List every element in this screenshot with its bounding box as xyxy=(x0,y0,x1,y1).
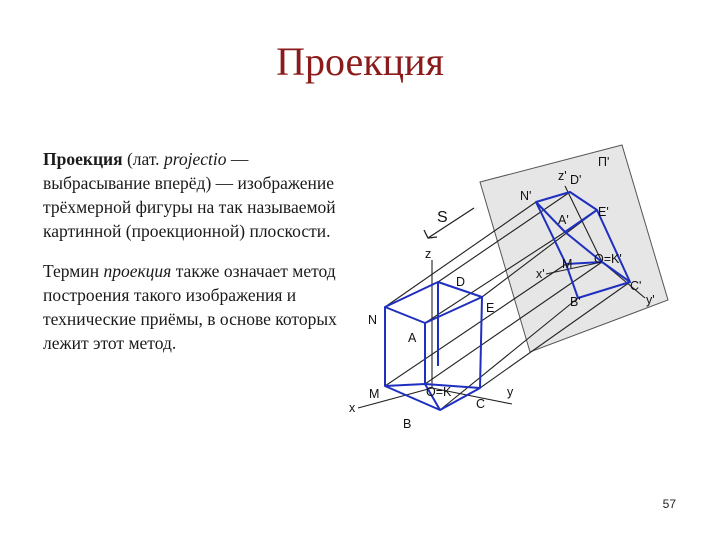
label-M: M xyxy=(369,387,379,401)
method-paragraph: Термин проекция также означает метод пос… xyxy=(43,259,343,355)
label-D-prime: D' xyxy=(570,173,581,187)
latin-term: projectio xyxy=(163,149,227,169)
label-N-prime: N' xyxy=(520,189,531,203)
method-text-a: Термин xyxy=(43,261,104,281)
page-number: 57 xyxy=(662,497,676,511)
label-D: D xyxy=(456,275,465,289)
label-E: E xyxy=(486,301,494,315)
projection-diagram: N D E A M O=K B C x y z S П' N' D' E' A'… xyxy=(349,144,669,431)
label-S: S xyxy=(437,209,448,226)
label-C: C xyxy=(476,397,485,411)
label-E-prime: E' xyxy=(598,205,609,219)
label-z-prime: z' xyxy=(558,169,567,183)
definition-paragraph: Проекция (лат. projectio — выбрасывание … xyxy=(43,147,343,243)
label-N: N xyxy=(368,313,377,327)
label-y-prime: y' xyxy=(646,293,655,307)
method-term-italic: проекция xyxy=(103,261,172,281)
label-M-proj: M xyxy=(562,257,572,271)
label-y: y xyxy=(507,385,514,399)
cube-axes xyxy=(357,260,513,409)
projection-plane xyxy=(479,144,669,353)
label-z: z xyxy=(425,247,431,261)
projected-box xyxy=(535,191,631,299)
projection-direction-arrow xyxy=(423,207,475,239)
label-B: B xyxy=(403,417,411,431)
definition-text-a: (лат. xyxy=(122,149,164,169)
label-x-prime: x' xyxy=(536,267,545,281)
label-OK-prime: O=K' xyxy=(594,252,622,266)
label-C-prime: C' xyxy=(630,279,641,293)
slide-title: Проекция xyxy=(276,39,444,84)
label-B-prime: B' xyxy=(570,295,581,309)
method-text-b: также означает метод построения такого и… xyxy=(43,261,337,353)
label-A: A xyxy=(408,331,417,345)
definition-text-b: — выбрасывание вперёд) — изображение трё… xyxy=(43,149,336,241)
term-bold: Проекция xyxy=(43,149,123,169)
body-text: Проекция (лат. projectio — выбрасывание … xyxy=(43,147,343,355)
label-x: x xyxy=(349,401,356,415)
label-A-prime: A' xyxy=(558,213,569,227)
original-box xyxy=(384,281,483,411)
label-OK: O=K xyxy=(426,385,452,399)
label-plane: П' xyxy=(598,155,609,169)
projecting-rays xyxy=(384,191,631,411)
